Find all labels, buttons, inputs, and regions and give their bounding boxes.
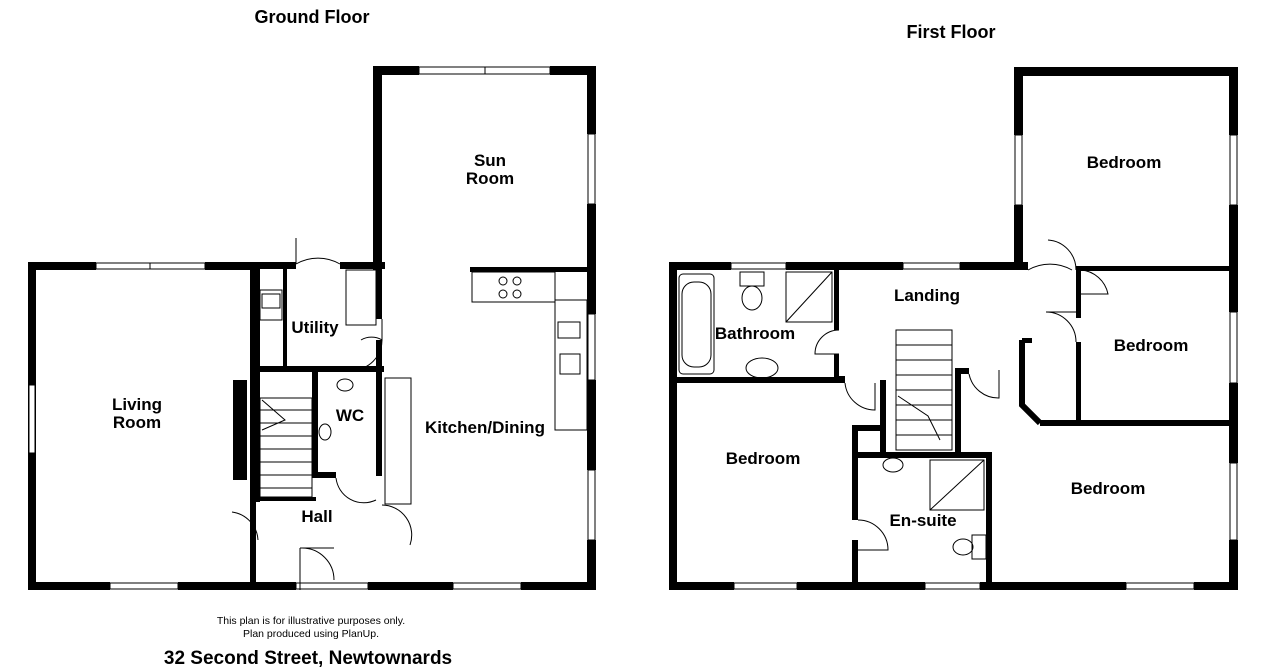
landing-label: Landing <box>894 286 960 305</box>
kitchen-island <box>384 377 412 505</box>
utility-label: Utility <box>291 318 339 337</box>
kitchen-dining-label: Kitchen/Dining <box>425 418 545 437</box>
sun-room-window-right <box>587 133 596 205</box>
living-room-label-line2: Room <box>113 413 161 432</box>
ground-floor-plan <box>28 66 596 590</box>
sun-room-label-line2: Room <box>466 169 514 188</box>
bathroom-label: Bathroom <box>715 324 795 343</box>
first-stairs <box>895 329 953 451</box>
living-room-label-line1: Living <box>112 395 162 414</box>
first-floor-plan <box>669 67 1238 590</box>
ff-window-bottom-1 <box>733 582 798 590</box>
ff-window-landing <box>902 262 961 270</box>
bedroom-top-right-label: Bedroom <box>1087 153 1162 172</box>
bedroom-bottom-right-label: Bedroom <box>1071 479 1146 498</box>
ff-window-bottom-2 <box>924 582 981 590</box>
hall-window-bottom <box>295 582 369 590</box>
kitchen-window-right-lower <box>587 469 596 541</box>
kitchen-sink <box>557 321 581 339</box>
chimney-breast <box>233 380 247 480</box>
kitchen-hob-unit <box>471 271 556 303</box>
bedroom-middle-right-label: Bedroom <box>1114 336 1189 355</box>
living-window-bottom <box>109 582 179 590</box>
bedroom-left-label: Bedroom <box>726 449 801 468</box>
living-window-left <box>28 384 36 454</box>
disclaimer-line2: Plan produced using PlanUp. <box>243 628 379 640</box>
sun-room-label-line1: Sun <box>474 151 506 170</box>
hall-label: Hall <box>301 507 332 526</box>
ground-floor-title: Ground Floor <box>255 7 370 27</box>
kitchen-window-right <box>587 313 596 381</box>
property-address: 32 Second Street, Newtownards <box>164 648 452 668</box>
wc-label: WC <box>336 406 364 425</box>
kitchen-window-bottom <box>452 582 522 590</box>
ff-window-bottom-3 <box>1125 582 1195 590</box>
ff-window-bathroom <box>730 262 787 270</box>
disclaimer-line1: This plan is for illustrative purposes o… <box>217 615 405 627</box>
first-floor-title: First Floor <box>907 22 996 42</box>
en-suite-label: En-suite <box>889 511 956 530</box>
ground-stairs <box>259 397 313 498</box>
